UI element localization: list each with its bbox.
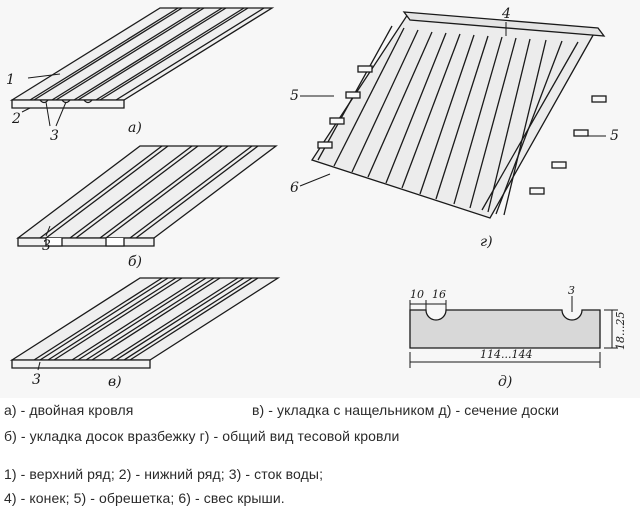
panel-a-boards (29, 7, 265, 101)
dim-height: 18...25 (614, 312, 627, 350)
panel-g-plank-roof (310, 11, 607, 219)
panel-b-staggered-boards (16, 145, 278, 247)
panel-label-a: а) (128, 120, 142, 136)
callout-3-v: 3 (32, 372, 41, 388)
callout-6: 6 (290, 180, 299, 196)
caption-line2: б) - укладка досок вразбежку г) - общий … (4, 428, 400, 444)
callout-5-left: 5 (290, 88, 299, 104)
panel-label-g: г) (480, 234, 493, 250)
panel-a-double-roof (9, 7, 275, 109)
dim-depth: 3 (568, 284, 575, 297)
callout-3-b: 3 (42, 238, 51, 254)
callout-2: 2 (11, 111, 21, 127)
roofing-illustration: 1 2 3 а) 3 б) 3 в) (6, 6, 627, 390)
panel-label-b: б) (128, 254, 142, 270)
panel-label-v: в) (108, 374, 122, 390)
callout-3-a: 3 (50, 128, 59, 144)
dim-width: 114...144 (480, 348, 532, 361)
dim-groove-a: 10 (410, 288, 424, 301)
panel-g-lathing (317, 65, 607, 195)
dim-groove-b: 16 (432, 288, 446, 301)
legend-line2: 4) - конек; 5) - обрешетка; 6) - свес кр… (4, 490, 285, 506)
panel-label-d: д) (498, 374, 512, 390)
callout-4: 4 (501, 6, 511, 22)
legend-line1: 1) - верхний ряд; 2) - нижний ряд; 3) - … (4, 466, 324, 482)
panel-d-board-section (409, 296, 618, 368)
caption-line1-left: а) - двойная кровля (4, 402, 134, 418)
panel-v-battened-boards (9, 277, 281, 369)
callout-1: 1 (6, 72, 15, 88)
caption-line1-right: в) - укладка с нащельником д) - сечение … (252, 402, 560, 418)
callout-5-right: 5 (610, 128, 619, 144)
